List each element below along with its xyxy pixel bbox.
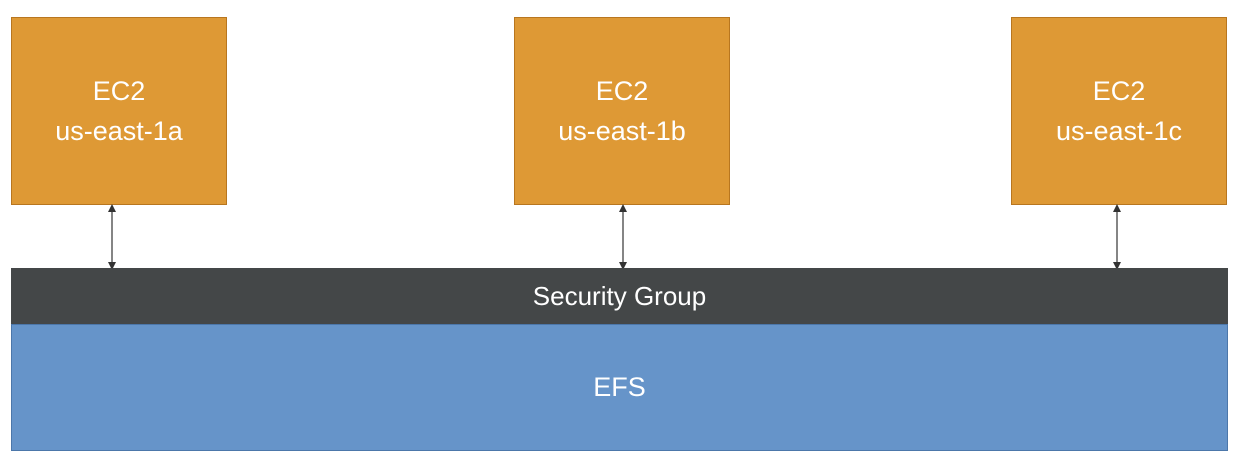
ec2-service-label: EC2 xyxy=(92,76,146,106)
ec2-service-label: EC2 xyxy=(595,76,649,106)
efs-label: EFS xyxy=(593,372,646,402)
ec2-zone-label: us-east-1a xyxy=(55,116,183,146)
ec2-instance-us-east-1a: EC2 us-east-1a xyxy=(11,17,227,205)
efs-file-system: EFS xyxy=(11,324,1228,451)
ec2-instance-us-east-1b: EC2 us-east-1b xyxy=(514,17,730,205)
security-group-bar: Security Group xyxy=(11,268,1228,324)
ec2-instance-us-east-1c: EC2 us-east-1c xyxy=(1011,17,1227,205)
ec2-zone-label: us-east-1c xyxy=(1055,116,1183,146)
ec2-zone-label: us-east-1b xyxy=(558,116,686,146)
security-group-label: Security Group xyxy=(532,280,707,311)
ec2-service-label: EC2 xyxy=(1092,76,1146,106)
